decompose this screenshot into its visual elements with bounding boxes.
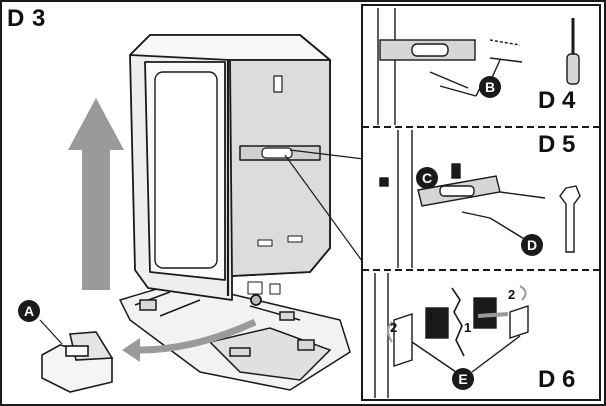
callout-e: E <box>452 368 474 390</box>
callout-c: C <box>416 167 438 189</box>
callout-d: D <box>521 234 543 256</box>
detail-d5 <box>379 130 581 268</box>
detail-d6 <box>374 273 529 398</box>
callout-b: B <box>479 76 501 98</box>
lift-up-arrow <box>68 98 124 290</box>
step-title-d5: D 5 <box>538 131 576 158</box>
sequence-number-right-1: 1 <box>464 320 472 335</box>
appliance-cabinet <box>129 34 331 306</box>
step-title-main: D 3 <box>7 5 46 32</box>
sequence-number-right-2: 2 <box>508 287 516 302</box>
step-title-d6: D 6 <box>538 366 576 393</box>
leader-lines <box>39 149 373 345</box>
pallet <box>118 281 351 391</box>
sequence-number-left-2: 2 <box>390 320 398 335</box>
remove-arrow <box>129 318 257 354</box>
sequence-number-left-1: 1 <box>427 309 435 324</box>
step-title-d4: D 4 <box>538 87 576 114</box>
callout-a: A <box>18 300 40 322</box>
accessory-part <box>41 331 114 393</box>
